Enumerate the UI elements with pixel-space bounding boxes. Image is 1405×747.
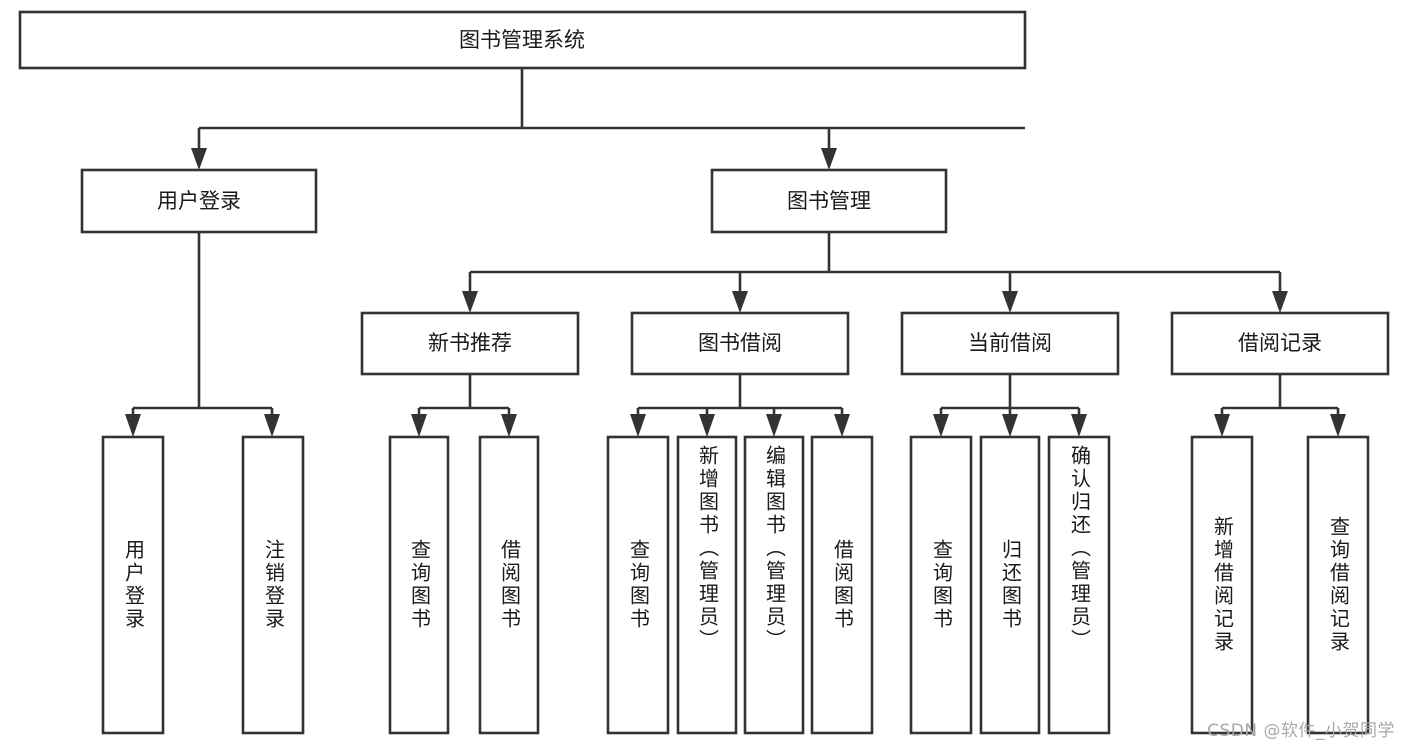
node-book-borrow[interactable]: 图书借阅 (630, 311, 850, 376)
connector-borrow-to-leaves (630, 374, 850, 437)
leaf-boxes (101, 435, 1370, 735)
connector-bookmgmt-to-level2 (462, 232, 1288, 313)
leaf-box-borrow-record-0[interactable] (1190, 435, 1254, 735)
leaf-box-book-borrow-1[interactable] (676, 435, 738, 735)
node-root-label: 图书管理系统 (459, 28, 585, 52)
node-root-book-management-system[interactable]: 图书管理系统 (18, 10, 1027, 70)
connector-newbook-to-leaves (411, 374, 517, 437)
node-user-login[interactable]: 用户登录 (80, 168, 318, 234)
leaf-box-book-borrow-0[interactable] (606, 435, 670, 735)
leaf-box-borrow-record-1[interactable] (1306, 435, 1370, 735)
leaf-box-new-book-0[interactable] (388, 435, 450, 735)
node-current-borrow[interactable]: 当前借阅 (900, 311, 1120, 376)
leaf-box-user-login-1[interactable] (241, 435, 305, 735)
connector-current-to-leaves (933, 374, 1087, 437)
leaf-box-new-book-1[interactable] (478, 435, 540, 735)
node-book-management-label: 图书管理 (787, 189, 871, 213)
node-borrow-record[interactable]: 借阅记录 (1170, 311, 1390, 376)
leaf-box-book-borrow-2[interactable] (743, 435, 805, 735)
connector-record-to-leaves (1214, 374, 1346, 437)
node-book-management[interactable]: 图书管理 (710, 168, 948, 234)
connector-root-to-level1 (191, 68, 1025, 170)
node-book-borrow-label: 图书借阅 (698, 331, 782, 355)
leaf-box-user-login-0[interactable] (101, 435, 165, 735)
leaf-box-book-borrow-3[interactable] (810, 435, 874, 735)
leaf-box-current-borrow-2[interactable] (1047, 435, 1111, 735)
node-new-book-recommend[interactable]: 新书推荐 (360, 311, 580, 376)
node-user-login-label: 用户登录 (157, 189, 241, 213)
node-current-borrow-label: 当前借阅 (968, 331, 1052, 355)
csdn-watermark: CSDN @软件_小贺同学 (1207, 721, 1395, 741)
node-new-book-recommend-label: 新书推荐 (428, 331, 512, 355)
node-borrow-record-label: 借阅记录 (1238, 331, 1322, 355)
leaf-box-current-borrow-1[interactable] (979, 435, 1041, 735)
connector-userlogin-to-leaves (125, 232, 280, 437)
leaf-box-current-borrow-0[interactable] (909, 435, 973, 735)
